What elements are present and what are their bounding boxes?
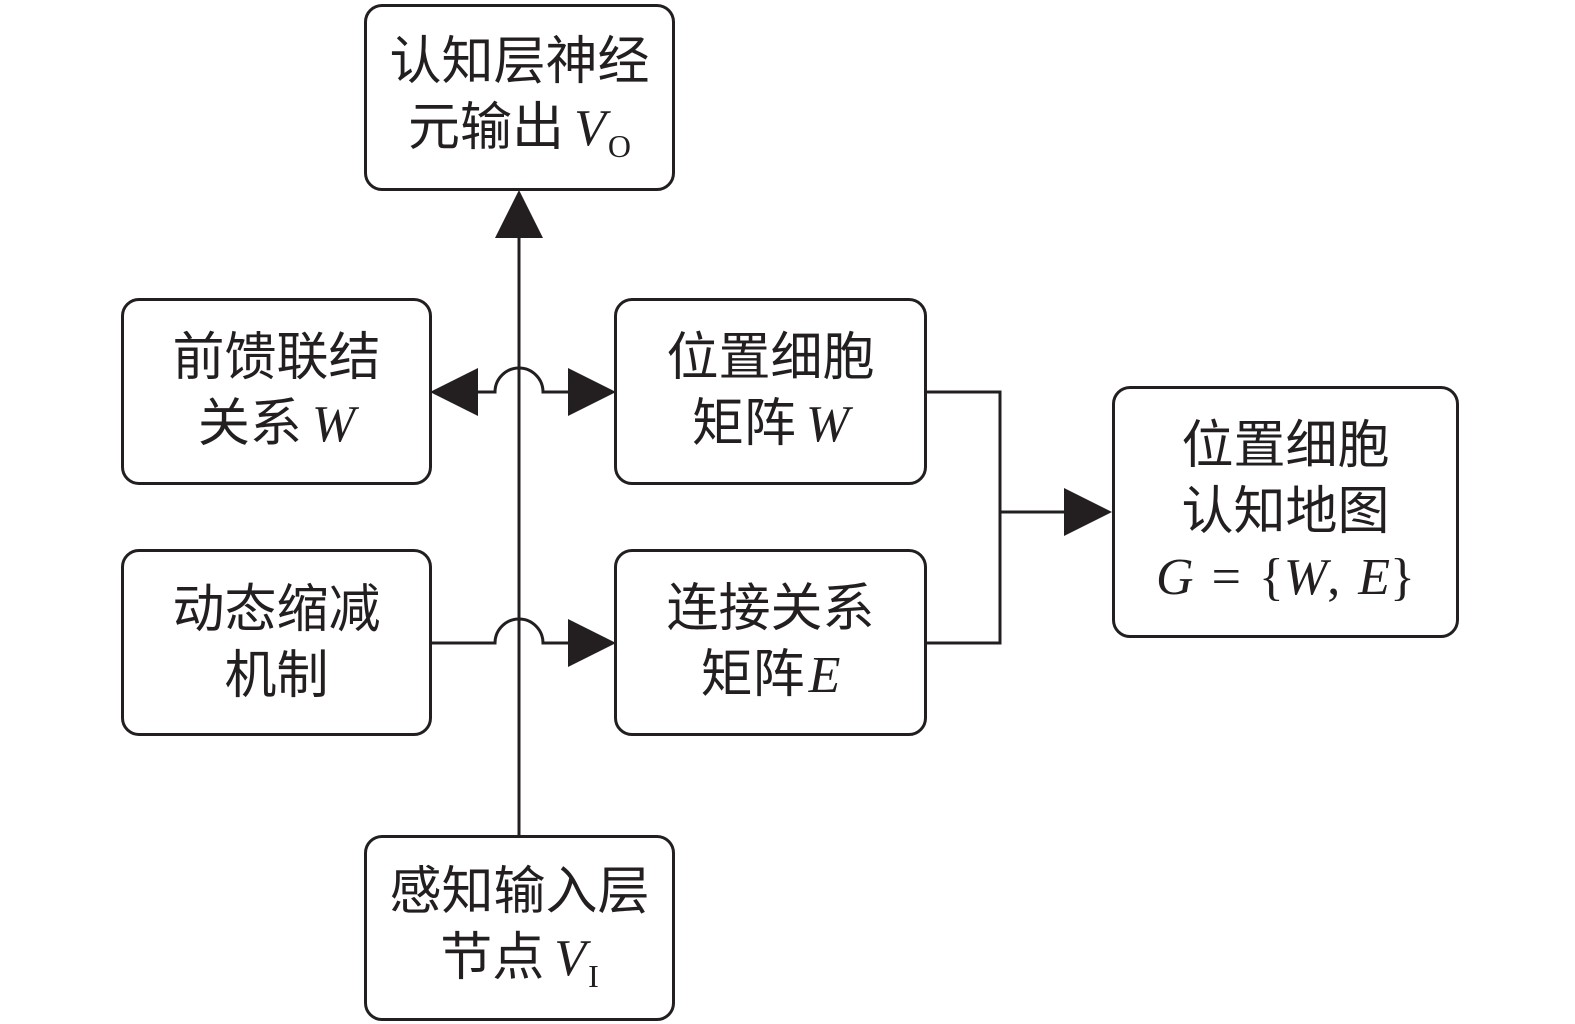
node-cognitive-output-var: V bbox=[574, 99, 606, 157]
node-dynamic-reduction-line1: 动态缩减 bbox=[172, 579, 381, 640]
formula-eq: = bbox=[1211, 549, 1241, 606]
node-perception-input-line1: 感知输入层 bbox=[389, 862, 650, 922]
node-connection-matrix-var: E bbox=[808, 647, 841, 704]
edge-reduction-to-connection bbox=[432, 617, 568, 645]
formula-lhs: G bbox=[1156, 549, 1194, 606]
node-feedforward-var: W bbox=[311, 396, 356, 453]
node-perception-input: 感知输入层 节点 V I bbox=[364, 835, 675, 1021]
node-cognitive-map-line1: 位置细胞 bbox=[1181, 416, 1390, 476]
edge-feedforward-place-cell bbox=[478, 366, 568, 394]
arrowhead-to-place-cell-matrix bbox=[568, 368, 616, 416]
node-place-cell-matrix: 位置细胞 矩阵 W bbox=[614, 298, 927, 485]
node-place-cell-matrix-var: W bbox=[805, 396, 850, 453]
node-cognitive-output: 认知层神经 元输出 V O bbox=[364, 4, 675, 191]
node-feedforward-line2: 关系 bbox=[197, 394, 302, 454]
arrowhead-to-cognitive-map bbox=[1064, 488, 1112, 536]
node-perception-input-line2: 节点 bbox=[440, 928, 545, 988]
node-perception-input-var: V bbox=[554, 930, 587, 987]
node-connection-matrix-line1: 连接关系 bbox=[666, 579, 875, 639]
node-dynamic-reduction-line2: 机制 bbox=[224, 645, 329, 706]
node-cognitive-output-sub: O bbox=[607, 127, 631, 164]
node-connection-matrix-line2: 矩阵 bbox=[700, 645, 805, 705]
edge-matrices-merge bbox=[927, 390, 1002, 645]
node-connection-matrix: 连接关系 矩阵 E bbox=[614, 549, 927, 736]
node-cognitive-output-line1: 认知层神经 bbox=[389, 31, 650, 92]
formula-b: E bbox=[1358, 549, 1390, 606]
arrowhead-to-connection-matrix bbox=[568, 619, 616, 667]
node-cognitive-map: 位置细胞 认知地图 G = { W , E } bbox=[1112, 386, 1459, 638]
node-perception-input-sub: I bbox=[588, 958, 599, 994]
formula-open-brace: { bbox=[1258, 549, 1284, 606]
node-feedforward-line1: 前馈联结 bbox=[172, 328, 381, 388]
formula-close-brace: } bbox=[1389, 549, 1415, 606]
arrowhead-to-output bbox=[495, 190, 543, 238]
node-cognitive-map-formula: G = { W , E } bbox=[1156, 545, 1415, 611]
node-place-cell-matrix-line1: 位置细胞 bbox=[666, 328, 875, 388]
node-cognitive-output-line2: 元输出 bbox=[408, 97, 565, 158]
arrowhead-to-feedforward bbox=[430, 368, 478, 416]
formula-a: W bbox=[1283, 549, 1328, 606]
node-place-cell-matrix-line2: 矩阵 bbox=[691, 394, 796, 454]
formula-comma: , bbox=[1327, 549, 1341, 606]
node-cognitive-map-line2: 认知地图 bbox=[1181, 482, 1390, 542]
node-feedforward: 前馈联结 关系 W bbox=[121, 298, 432, 485]
node-dynamic-reduction: 动态缩减 机制 bbox=[121, 549, 432, 736]
